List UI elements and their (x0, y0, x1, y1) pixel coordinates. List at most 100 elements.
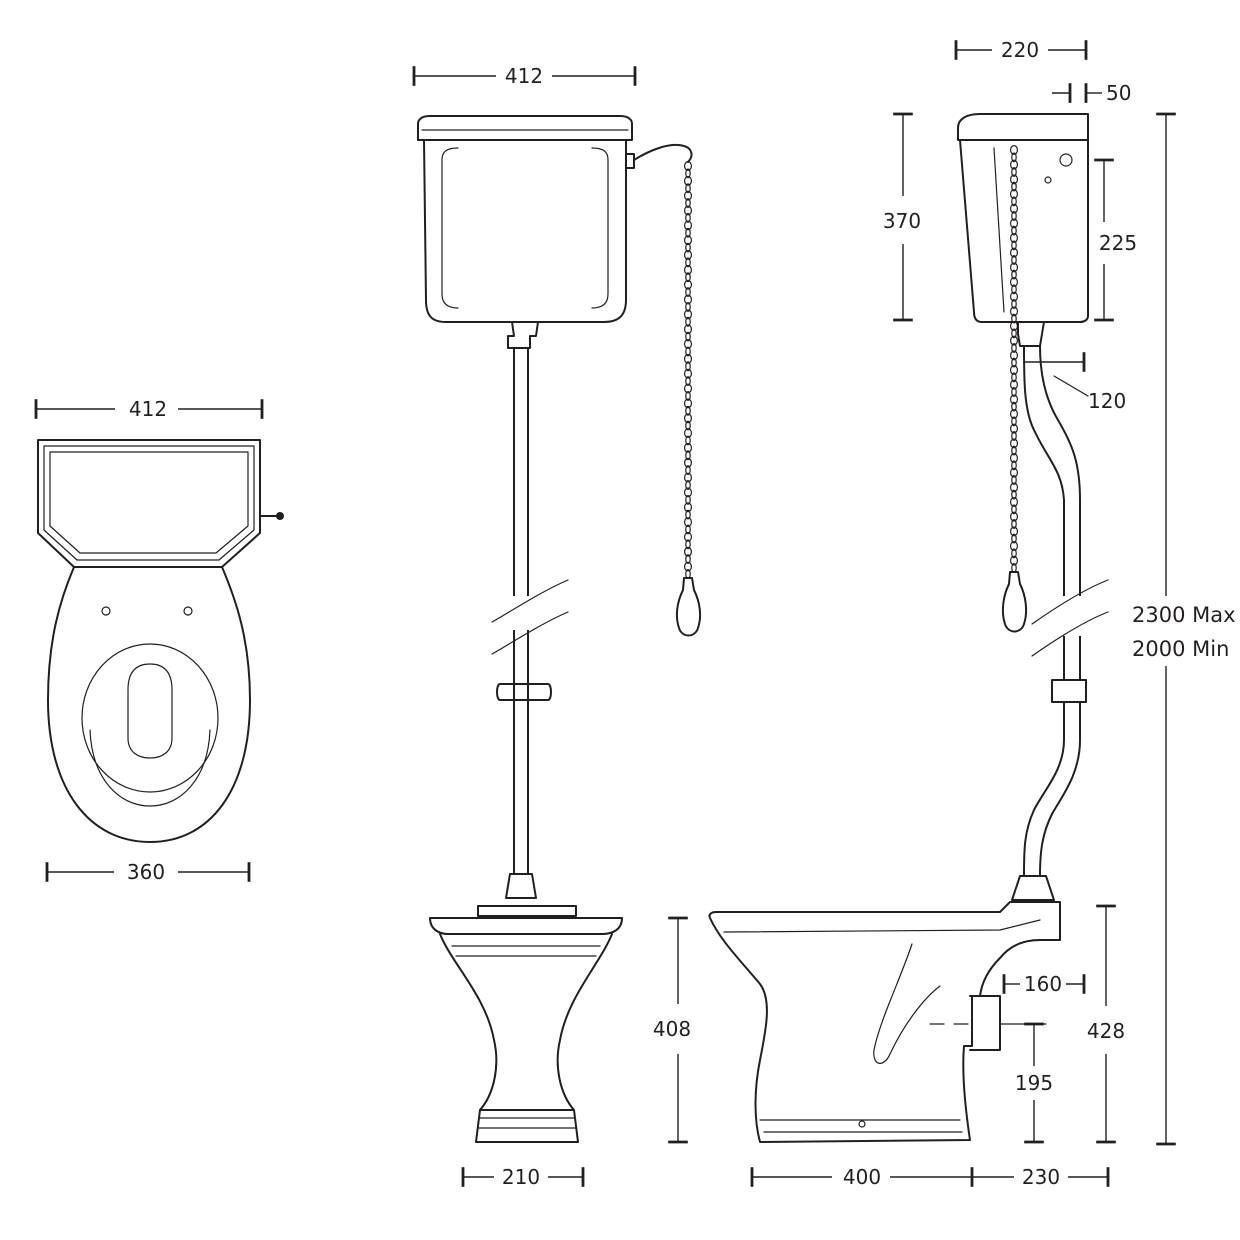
chain-link (1009, 247, 1018, 258)
chain-link (1009, 453, 1018, 464)
chain-link (683, 309, 692, 320)
chain-link (1009, 497, 1018, 508)
chain-link (1009, 159, 1018, 170)
top-width-cistern-label: 412 (129, 397, 167, 421)
side-height-outlet-label: 195 (1015, 1071, 1053, 1095)
side-height-max-label: 2300 Max (1132, 603, 1236, 627)
chain-link (1011, 416, 1017, 427)
chain-link (683, 190, 692, 201)
side-pipe-lower-right (1039, 701, 1081, 877)
chain-link (1009, 145, 1018, 156)
chain-link (1009, 526, 1018, 537)
chain-link (1009, 233, 1018, 244)
chain-link (1009, 306, 1018, 317)
chain-link (683, 561, 692, 572)
chain-link (1011, 445, 1017, 456)
side-outlet (969, 995, 1001, 1051)
front-width-base-label: 210 (502, 1165, 540, 1189)
chain-link (1011, 401, 1017, 412)
chain-link (1011, 167, 1017, 178)
chain-link (685, 168, 691, 179)
chain-link (1011, 357, 1017, 368)
chain-link (683, 294, 692, 305)
chain-link (1011, 181, 1017, 192)
chain-link (1011, 313, 1017, 324)
chain-link (1011, 269, 1017, 280)
chain-link (685, 257, 691, 268)
top-view: 412 360 (34, 397, 284, 884)
front-pan-pedestal (439, 933, 613, 1111)
chain-link (1009, 218, 1018, 229)
side-depth-cistern-label: 220 (1001, 38, 1039, 62)
top-width-pan-label: 360 (127, 860, 165, 884)
chain-link (685, 554, 691, 565)
chain-link (685, 183, 691, 194)
chain-link (683, 472, 692, 483)
top-cistern-bevel-inner (49, 451, 249, 554)
front-view: 412 408 210 (412, 64, 702, 1189)
top-pan-outline (47, 566, 251, 843)
chain-link (683, 413, 692, 424)
chain-link (685, 316, 691, 327)
chain-link (1009, 555, 1018, 566)
chain-link (1009, 365, 1018, 376)
side-pipe-left (1023, 345, 1065, 681)
chain-link (685, 212, 691, 223)
side-view: 220 50 370 225 120 2300 Max 2000 Min 160… (708, 38, 1236, 1189)
chain-link (685, 494, 691, 505)
chain-link (1009, 262, 1018, 273)
chain-link (1009, 438, 1018, 449)
front-cistern-body (423, 139, 627, 323)
side-pan-trap (873, 943, 941, 1064)
chain-link (683, 502, 692, 513)
chain-link (683, 531, 692, 542)
chain-link (1011, 533, 1017, 544)
chain-link (683, 205, 692, 216)
front-pan-foot (475, 1109, 579, 1143)
chain-link (1011, 152, 1017, 163)
side-height-inlet-label: 225 (1099, 231, 1137, 255)
chain-link (683, 442, 692, 453)
top-seat-outer (81, 643, 219, 793)
chain-link (1011, 328, 1017, 339)
chain-link (1009, 203, 1018, 214)
chain-link (1011, 387, 1017, 398)
chain-link (1011, 372, 1017, 383)
front-height-pan-label: 408 (653, 1017, 691, 1041)
chain-link (685, 435, 691, 446)
side-inlet-hole (1059, 153, 1073, 167)
chain-link (685, 331, 691, 342)
front-flush-arm (633, 144, 693, 163)
hinge-hole-right (183, 606, 193, 616)
chain-link (685, 390, 691, 401)
chain-link (683, 264, 692, 275)
chain-link (685, 465, 691, 476)
chain-link (685, 479, 691, 490)
chain-link (1009, 482, 1018, 493)
chain-link (683, 487, 692, 498)
chain-link (685, 242, 691, 253)
side-cistern-lid (957, 113, 1089, 141)
chain-link (683, 517, 692, 528)
chain-link (1009, 409, 1018, 420)
side-pipe-lower-left (1023, 701, 1065, 877)
front-chain-handle (675, 577, 702, 637)
chain-link (1011, 343, 1017, 354)
side-chain-handle (1001, 571, 1028, 633)
chain-link (1009, 277, 1018, 288)
top-seat-rim (89, 729, 211, 807)
chain-link (1011, 284, 1017, 295)
front-cistern-panel-right (591, 147, 609, 309)
side-pipe-bracket (1051, 679, 1087, 703)
chain-link (685, 509, 691, 520)
chain-link (1009, 174, 1018, 185)
front-pan-rim (429, 917, 623, 935)
front-cistern-lid (417, 115, 633, 141)
side-pull-chain (1009, 145, 1018, 573)
chain-link (683, 161, 692, 172)
chain-link (1009, 511, 1018, 522)
chain-link (1011, 460, 1017, 471)
chain-link (685, 524, 691, 535)
front-cistern-panel-left (441, 147, 459, 309)
